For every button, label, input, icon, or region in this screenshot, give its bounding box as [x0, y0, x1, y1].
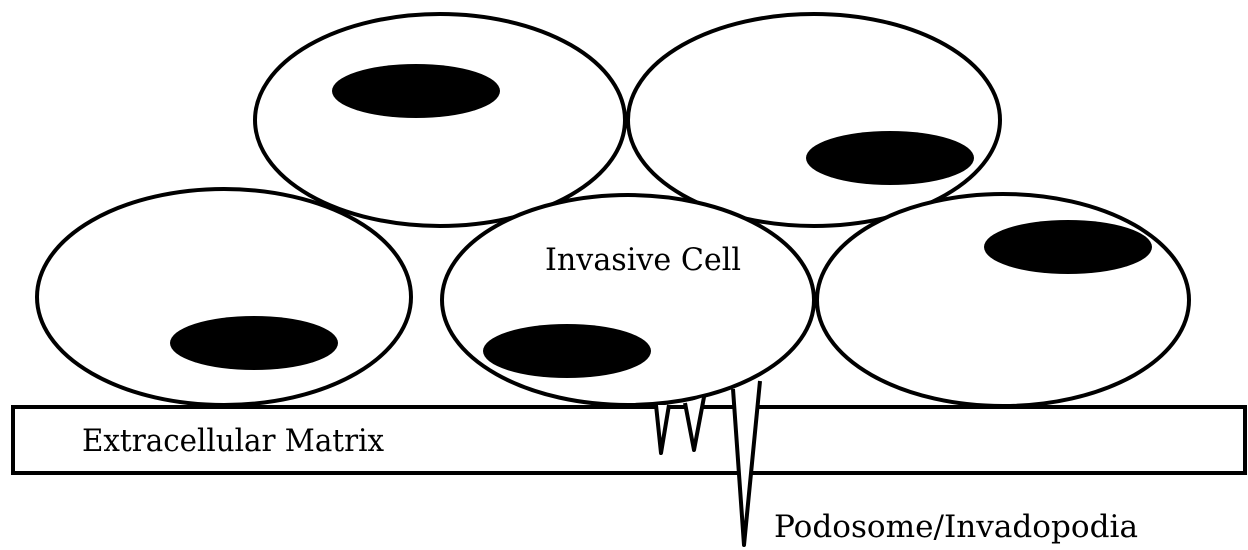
cell-membrane — [37, 189, 411, 405]
invasive-cell-label: Invasive Cell — [545, 242, 741, 278]
cell-nucleus — [806, 131, 974, 185]
cell-bottom-right — [817, 194, 1189, 406]
cell-nucleus — [170, 316, 338, 370]
cell-nucleus — [483, 324, 651, 378]
cell-membrane — [628, 14, 1000, 226]
cell-membrane — [442, 195, 814, 405]
podosome-label: Podosome/Invadopodia — [774, 509, 1138, 545]
extracellular-matrix-label: Extracellular Matrix — [82, 423, 384, 459]
cell-membrane — [817, 194, 1189, 406]
cell-bottom-left — [37, 189, 411, 405]
cell-top-left — [255, 14, 625, 226]
cell-top-right — [628, 14, 1000, 226]
cell-membrane — [255, 14, 625, 226]
cell-nucleus — [332, 64, 500, 118]
cell-nucleus — [984, 220, 1152, 274]
